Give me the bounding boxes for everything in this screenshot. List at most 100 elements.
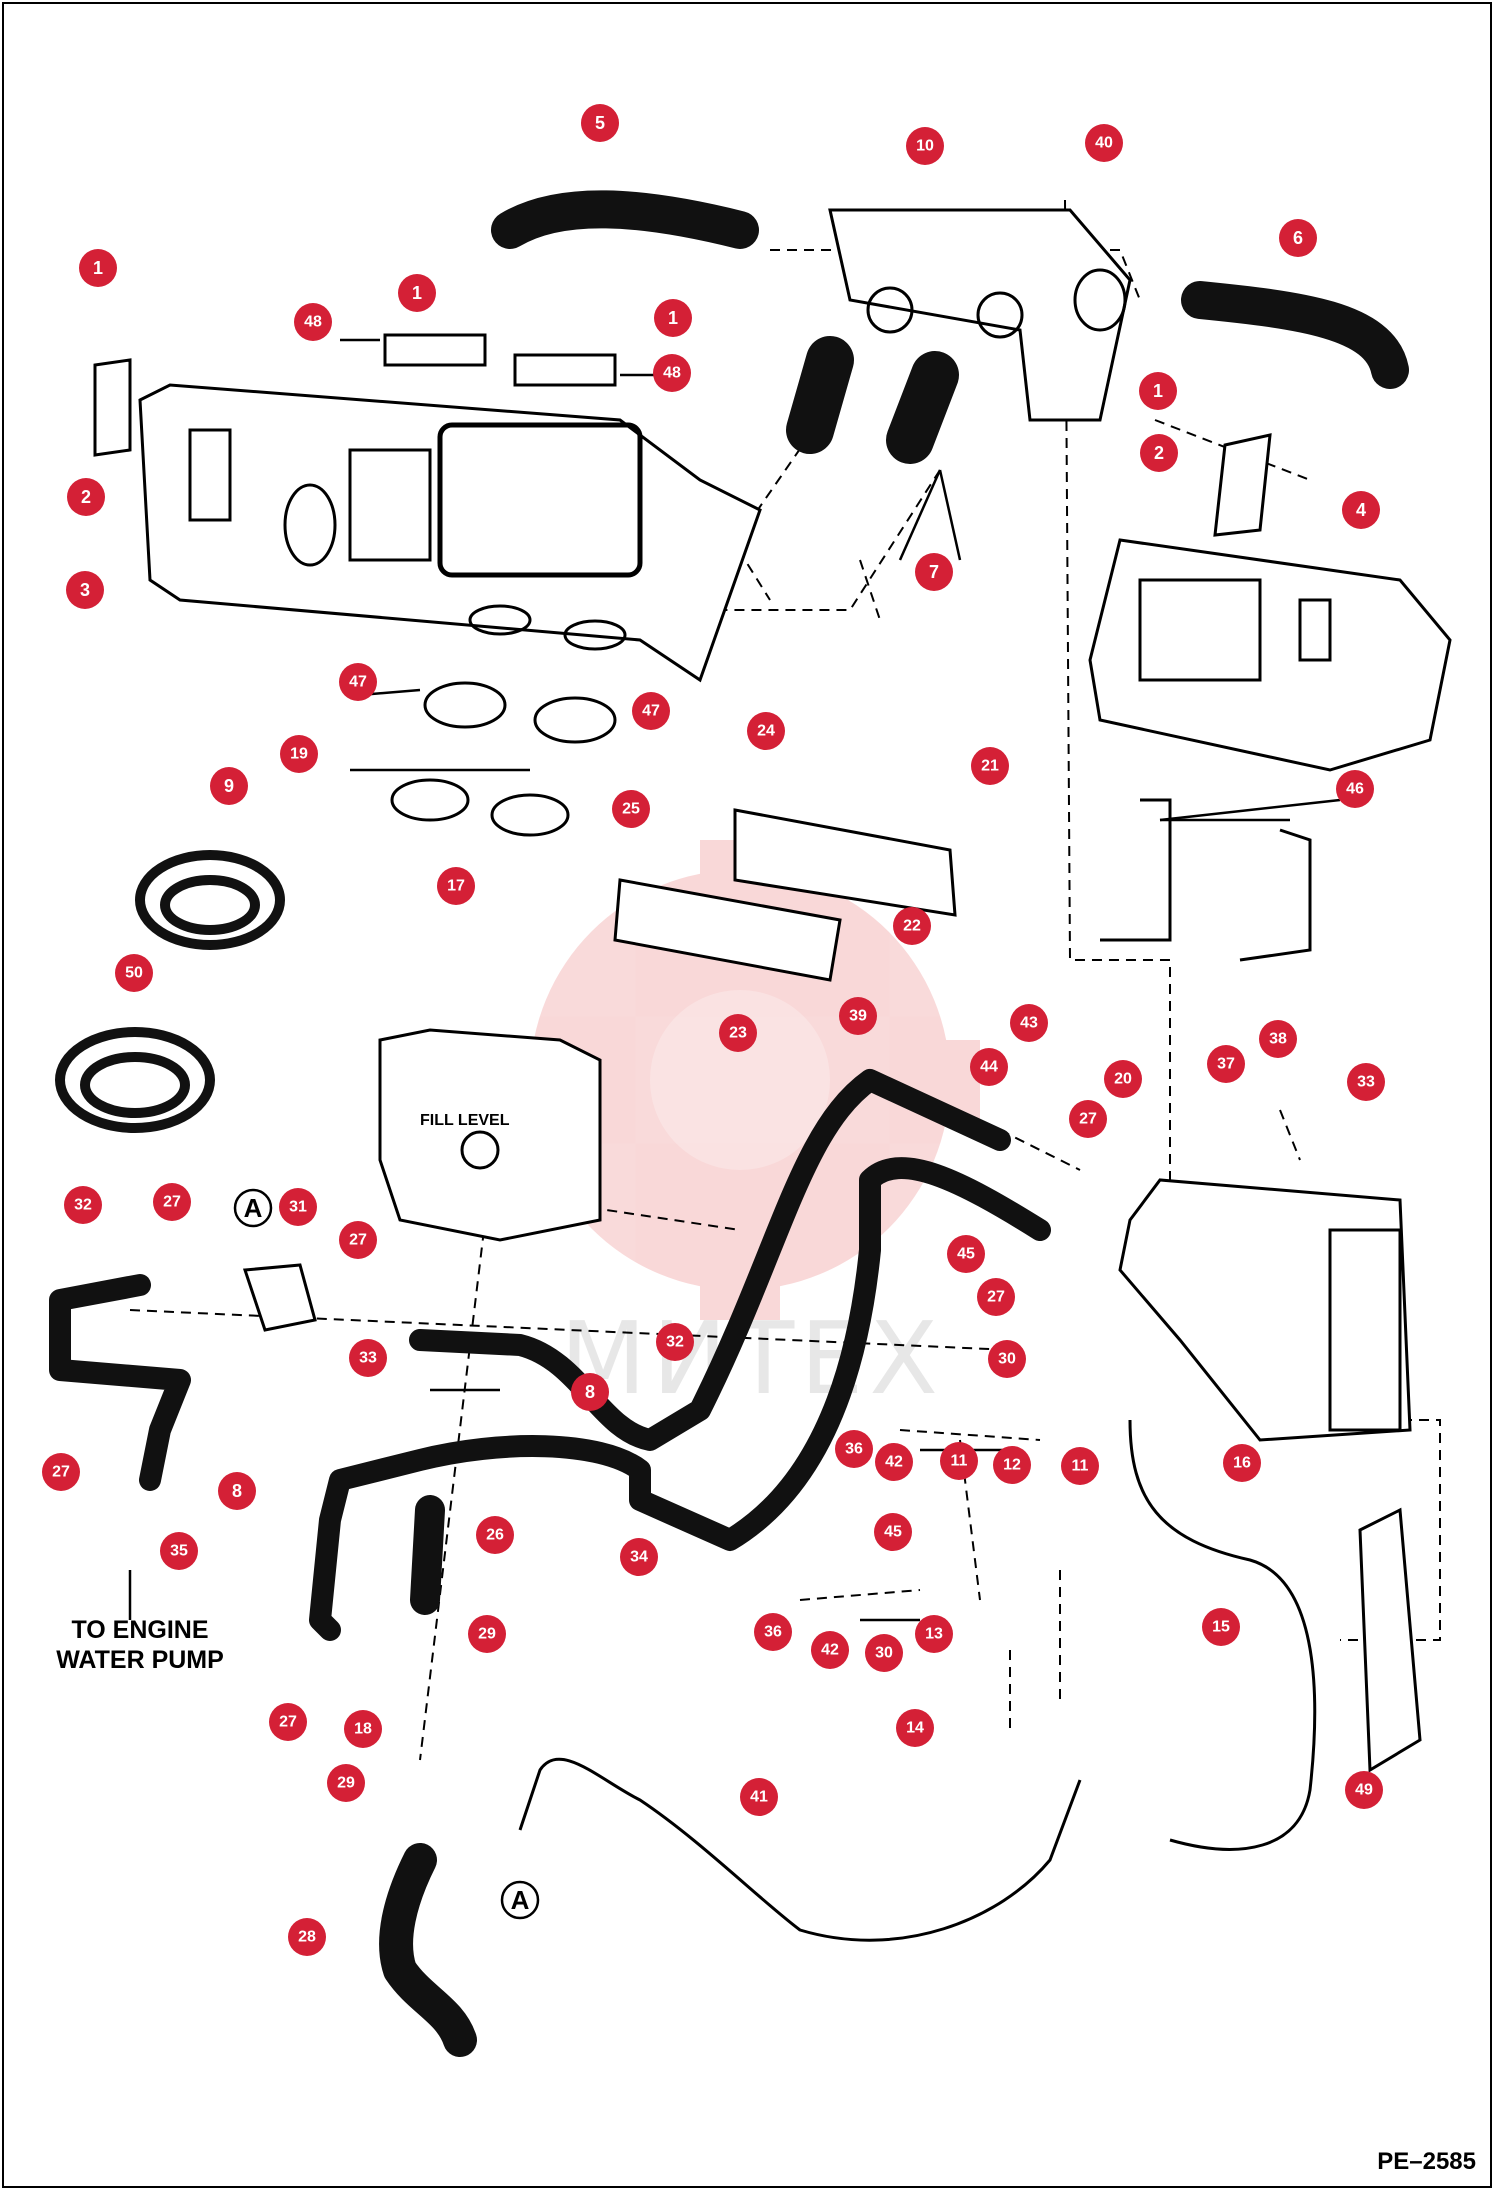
callout-marker xyxy=(947,1235,985,1273)
callout-27: 27 xyxy=(339,1221,377,1259)
callout-40: 40 xyxy=(1085,124,1123,162)
callout-46: 46 xyxy=(1336,770,1374,808)
valve-31 xyxy=(242,1263,317,1332)
callout-marker xyxy=(988,1340,1026,1378)
wire-harness-41 xyxy=(518,1419,1317,1942)
callout-marker xyxy=(875,1443,913,1481)
callout-21: 21 xyxy=(971,747,1009,785)
callout-marker xyxy=(977,1278,1015,1316)
callout-marker xyxy=(1345,1771,1383,1809)
callout-number: 41 xyxy=(750,1789,768,1806)
callout-39: 39 xyxy=(839,997,877,1035)
callout-marker xyxy=(612,790,650,828)
callout-42: 42 xyxy=(875,1443,913,1481)
hoses xyxy=(49,190,1409,2057)
callout-number: 44 xyxy=(980,1059,998,1076)
callout-number: 36 xyxy=(764,1624,782,1641)
callout-number: 20 xyxy=(1114,1071,1132,1088)
callout-marker xyxy=(476,1516,514,1554)
callout-36: 36 xyxy=(835,1430,873,1468)
callout-marker xyxy=(993,1446,1031,1484)
callout-marker xyxy=(653,354,691,392)
callout-number: 14 xyxy=(906,1720,924,1737)
callout-32: 32 xyxy=(656,1323,694,1361)
callout-number: 26 xyxy=(486,1527,504,1544)
callout-30: 30 xyxy=(988,1340,1026,1378)
callout-number: 37 xyxy=(1217,1056,1235,1073)
callout-33: 33 xyxy=(349,1339,387,1377)
callout-number: 2 xyxy=(1154,443,1164,463)
callout-number: 22 xyxy=(903,918,921,935)
grille-48-left xyxy=(383,333,487,367)
callout-marker xyxy=(1085,124,1123,162)
callout-number: 27 xyxy=(279,1714,297,1731)
callout-number: 47 xyxy=(349,674,367,691)
callout-number: 12 xyxy=(1003,1457,1021,1474)
callout-4: 4 xyxy=(1342,491,1380,529)
callout-number: 27 xyxy=(987,1289,1005,1306)
callout-34: 34 xyxy=(620,1538,658,1576)
callout-8: 8 xyxy=(571,1373,609,1411)
callout-number: 33 xyxy=(1357,1074,1375,1091)
note-line-1: TO ENGINE xyxy=(71,1616,209,1644)
callout-27: 27 xyxy=(153,1183,191,1221)
callout-marker xyxy=(349,1339,387,1377)
callout-marker xyxy=(294,303,332,341)
callout-marker xyxy=(915,1615,953,1653)
callout-number: 32 xyxy=(74,1197,92,1214)
grille-48-right xyxy=(513,353,617,387)
callout-marker xyxy=(1202,1608,1240,1646)
callout-number: 1 xyxy=(668,308,678,328)
callout-marker xyxy=(620,1538,658,1576)
callout-marker xyxy=(210,767,248,805)
connector-a-label: A xyxy=(244,1193,263,1223)
callout-number: 11 xyxy=(1072,1458,1089,1475)
callout-11: 11 xyxy=(940,1442,978,1480)
plenum-10 xyxy=(828,208,1132,422)
callout-number: 42 xyxy=(885,1454,903,1471)
callout-19: 19 xyxy=(280,735,318,773)
callout-number: 45 xyxy=(957,1246,975,1263)
callout-marker xyxy=(66,571,104,609)
callout-number: 4 xyxy=(1356,500,1366,520)
callout-marker xyxy=(115,954,153,992)
callout-number: 27 xyxy=(163,1194,181,1211)
callout-marker xyxy=(915,553,953,591)
callout-number: 29 xyxy=(478,1626,496,1643)
callout-number: 8 xyxy=(232,1481,242,1501)
callout-33: 33 xyxy=(1347,1063,1385,1101)
callout-28: 28 xyxy=(288,1918,326,1956)
heater-box-16 xyxy=(1118,1178,1412,1442)
callout-45: 45 xyxy=(947,1235,985,1273)
callout-marker xyxy=(1342,491,1380,529)
callout-marker xyxy=(339,663,377,701)
callout-14: 14 xyxy=(896,1709,934,1747)
callout-24: 24 xyxy=(747,712,785,750)
callout-47: 47 xyxy=(339,663,377,701)
louvers xyxy=(390,681,617,837)
callout-marker xyxy=(906,127,944,165)
callout-marker xyxy=(339,1221,377,1259)
callout-number: 25 xyxy=(622,801,640,818)
callout-32: 32 xyxy=(64,1186,102,1224)
callout-marker xyxy=(160,1532,198,1570)
callout-49: 49 xyxy=(1345,1771,1383,1809)
callout-48: 48 xyxy=(653,354,691,392)
callout-13: 13 xyxy=(915,1615,953,1653)
callout-number: 18 xyxy=(354,1721,372,1738)
callout-11: 11 xyxy=(1061,1447,1099,1485)
callout-number: 1 xyxy=(412,283,422,303)
callout-marker xyxy=(1347,1063,1385,1101)
brackets-46 xyxy=(1100,798,1312,962)
callout-marker xyxy=(1061,1447,1099,1485)
callout-29: 29 xyxy=(327,1764,365,1802)
callout-number: 42 xyxy=(821,1642,839,1659)
vent-2-right xyxy=(1213,433,1272,537)
callout-44: 44 xyxy=(970,1048,1008,1086)
callout-23: 23 xyxy=(719,1014,757,1052)
callout-number: 50 xyxy=(125,965,143,982)
callout-number: 8 xyxy=(585,1382,595,1402)
connector-a-label: A xyxy=(511,1885,530,1915)
callout-number: 10 xyxy=(916,138,934,155)
callout-marker xyxy=(1259,1020,1297,1058)
